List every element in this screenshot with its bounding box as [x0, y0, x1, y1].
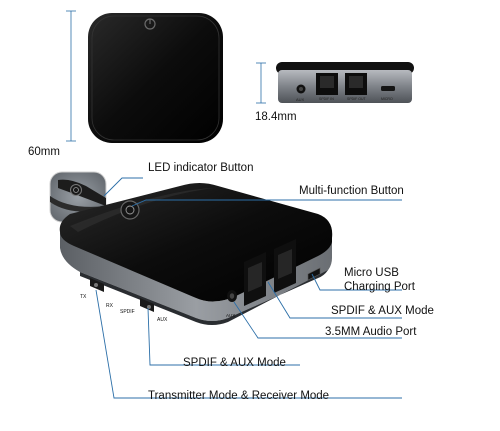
micro-usb-label-line2: Charging Port [344, 281, 415, 293]
leader-spdif-aux-left [147, 307, 300, 366]
spdif-marking: SPDIF [120, 309, 135, 315]
micro-usb-icon [307, 267, 321, 281]
spdif-aux-mode-left-label: SPDIF & AUX Mode [183, 357, 286, 369]
thickness-dimension-label: 18.4mm [255, 111, 297, 123]
aux-marking-jack: AUX [226, 313, 235, 318]
side-view-device [276, 62, 414, 103]
dimension-60mm [66, 10, 76, 142]
spdif-ports [244, 239, 296, 306]
leader-multi-function [131, 199, 402, 207]
micro-marking: MICRO [381, 97, 393, 101]
aux-marking-side: AUX [296, 97, 305, 102]
callout-lines [95, 177, 402, 399]
leader-audio-port [233, 301, 402, 339]
audio-jack-icon [227, 290, 237, 302]
leader-led-indicator [103, 177, 143, 197]
power-icon [144, 18, 156, 30]
leader-spdif-aux-right [267, 281, 402, 319]
led-indicator-label: LED indicator Button [148, 162, 254, 174]
spdif-in-marking: SPDIF IN [319, 97, 334, 101]
led-indicator-icon [120, 200, 140, 220]
aux-marking-front: AUX [157, 317, 168, 323]
tx-marking: TX [80, 294, 87, 300]
spdif-aux-mode-right-label: SPDIF & AUX Mode [331, 305, 434, 317]
leader-micro-usb [311, 273, 402, 291]
top-view-device [88, 13, 223, 143]
audio-port-label: 3.5MM Audio Port [325, 326, 417, 338]
tx-rx-switch [90, 278, 104, 292]
rx-marking: RX [106, 303, 114, 309]
spdif-out-marking: SPDIF OUT [347, 97, 367, 101]
width-dimension-label: 60mm [28, 146, 60, 158]
multi-function-label: Multi-function Button [299, 185, 404, 197]
dimension-18-4mm [256, 62, 266, 104]
leader-tx-rx [95, 289, 402, 399]
tx-rx-mode-label: Transmitter Mode & Receiver Mode [148, 390, 330, 402]
main-device [59, 183, 333, 325]
micro-usb-label-line1: Micro USB [344, 267, 399, 279]
